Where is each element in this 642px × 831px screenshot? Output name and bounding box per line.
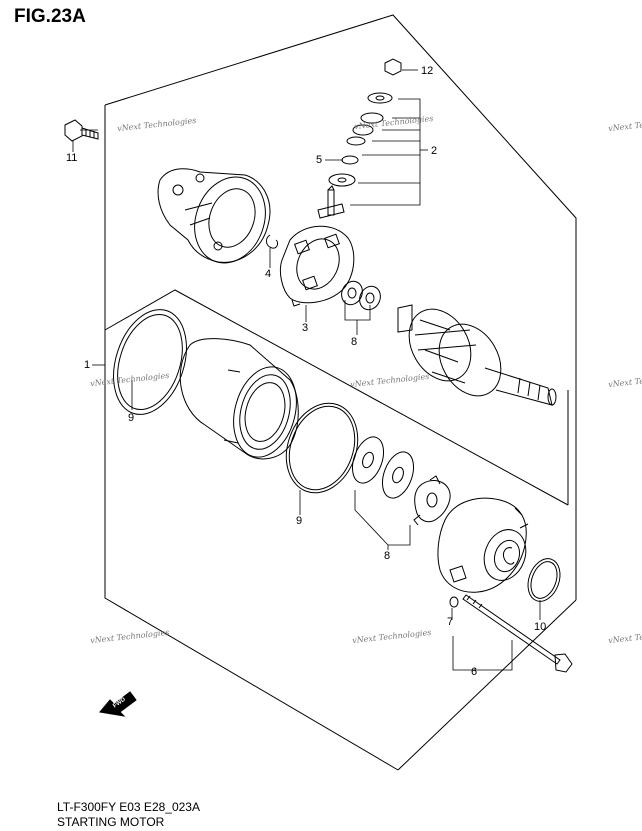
leader-lines bbox=[72, 69, 541, 671]
end-frame-housing bbox=[157, 168, 271, 264]
callout-11: 11 bbox=[66, 152, 78, 164]
callout-6: 6 bbox=[471, 666, 478, 678]
callout-4: 4 bbox=[265, 268, 272, 280]
terminal-bolt bbox=[317, 185, 345, 219]
callout-5: 5 bbox=[316, 154, 323, 166]
figure-name: STARTING MOTOR bbox=[57, 815, 165, 829]
callout-9-middle: 9 bbox=[296, 515, 303, 527]
oring-10 bbox=[527, 558, 561, 602]
washers-8-upper bbox=[341, 280, 381, 311]
callout-10: 10 bbox=[534, 621, 547, 633]
fwd-arrow bbox=[99, 691, 137, 717]
callout-3: 3 bbox=[302, 322, 309, 334]
callout-7: 7 bbox=[447, 616, 454, 628]
armature bbox=[397, 304, 557, 406]
figure-title: FIG.23A bbox=[14, 6, 86, 27]
bolt-11-drawing bbox=[64, 119, 99, 142]
lock-plate bbox=[413, 475, 451, 526]
callout-12: 12 bbox=[421, 65, 434, 77]
washer-stack-2 bbox=[328, 58, 402, 187]
clip-4 bbox=[266, 234, 279, 249]
long-bolt-6 bbox=[449, 594, 573, 673]
callout-8-upper: 8 bbox=[351, 336, 358, 348]
oring-9-middle bbox=[285, 402, 359, 494]
callout-1: 1 bbox=[84, 359, 91, 371]
figure-code: LT-F300FY E03 E28_023A bbox=[57, 800, 200, 814]
brush-plate-3 bbox=[279, 225, 355, 307]
yoke-housing bbox=[179, 338, 299, 460]
washers-8-lower bbox=[351, 436, 415, 499]
drive-end-housing bbox=[437, 497, 529, 593]
oring-9-left bbox=[113, 309, 187, 415]
callout-8-lower: 8 bbox=[384, 550, 391, 562]
assembly-frame bbox=[104, 14, 577, 771]
callout-9-left: 9 bbox=[128, 412, 135, 424]
callout-2: 2 bbox=[431, 145, 438, 157]
armature-panel-lines bbox=[104, 289, 569, 506]
